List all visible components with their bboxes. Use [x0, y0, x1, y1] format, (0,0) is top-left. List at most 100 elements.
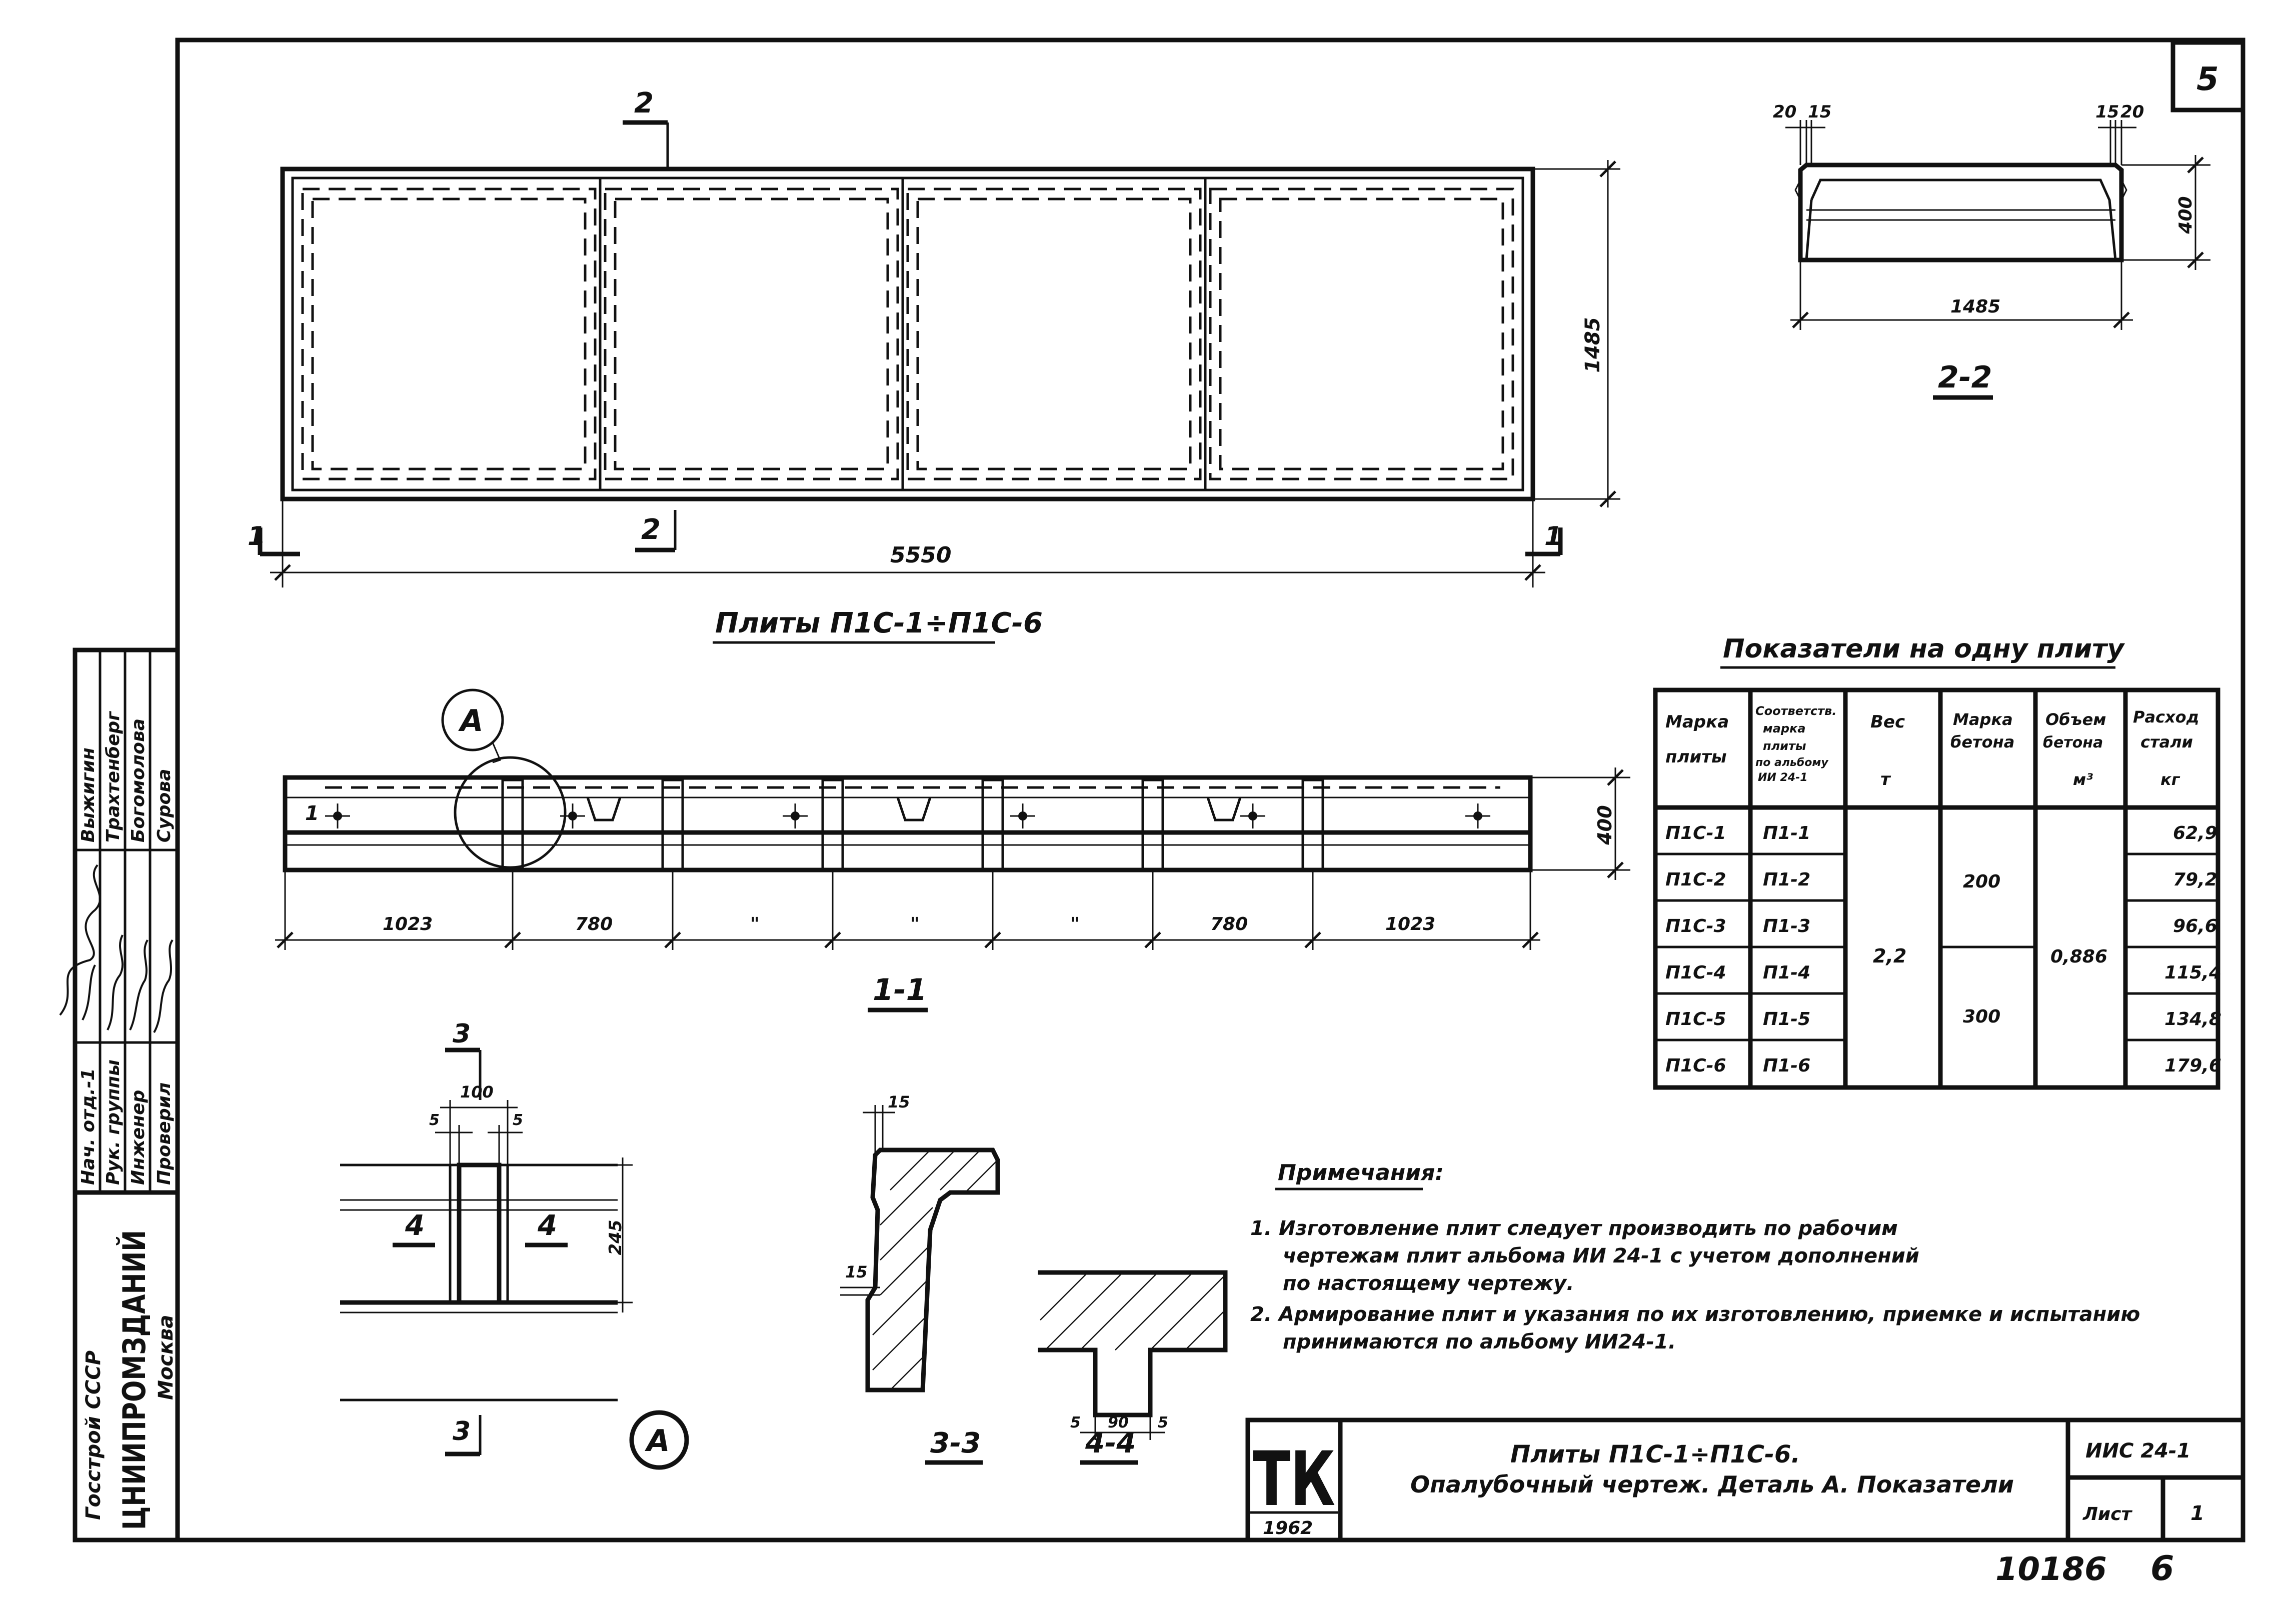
stamp-name-2: Богомолова — [128, 718, 149, 842]
th-2-0: Вес — [1870, 712, 1905, 732]
th-1-2: плиты — [1763, 739, 1806, 753]
s44-dim-90: 90 — [1108, 1414, 1129, 1432]
bottom-number: 10186 — [1995, 1551, 2107, 1588]
table-body: П1С-1 П1-1 62,9 П1С-2 П1-2 79,2 П1С-3 П1… — [1665, 823, 2221, 1076]
plan-length-dim: 5550 — [890, 542, 951, 568]
section-1-1: 1 А 400 1023 780 — [275, 688, 1630, 1012]
stamp-city: Москва — [155, 1315, 178, 1400]
detail-a-dim-245: 245 — [606, 1220, 626, 1256]
cut-1-left-label: 1 — [248, 522, 266, 552]
th-1-0: Соответств. — [1755, 704, 1836, 718]
corner-number-box — [2170, 40, 2245, 112]
s44-dim-5-left: 5 — [1070, 1414, 1081, 1432]
table-headers: Марка плиты Соответств. марка плиты по а… — [1665, 704, 2199, 790]
bottom-page: 6 — [2150, 1549, 2174, 1588]
title-block: ТК 1962 Плиты П1С-1÷П1С-6. Опалубочный ч… — [1245, 1418, 2245, 1542]
cut-4-left-label: 4 — [405, 1210, 425, 1242]
td-4-1: П1-5 — [1763, 1009, 1810, 1030]
cut-2-top-label: 2 — [634, 87, 654, 120]
td-2-0: П1С-3 — [1665, 916, 1726, 936]
td-0-2: 62,9 — [2173, 823, 2217, 844]
title-line-1: Плиты П1С-1÷П1С-6. — [1510, 1440, 1800, 1468]
cut-3-bottom-label: 3 — [453, 1416, 471, 1446]
td-weight-merged: 2,2 — [1873, 945, 1906, 967]
td-4-2: 134,8 — [2164, 1009, 2221, 1030]
s44-caption: 4-4 — [1085, 1427, 1136, 1460]
td-0-1: П1-1 — [1763, 823, 1810, 844]
detail-a: 100 5 5 245 3 3 4 4 А — [340, 1019, 689, 1470]
notes-line-2: чертежам плит альбома ИИ 24-1 с учетом д… — [1283, 1244, 1919, 1268]
td-5-1: П1-6 — [1763, 1056, 1810, 1076]
th-1-3: по альбому — [1755, 756, 1829, 769]
detail-a-callout-label: А — [458, 704, 483, 738]
th-5-2: кг — [2160, 770, 2180, 789]
td-1-0: П1С-2 — [1665, 870, 1726, 890]
title-year: 1962 — [1263, 1518, 1313, 1538]
stamp-signatures — [59, 864, 174, 1033]
plan-inner-outline — [291, 176, 1524, 492]
td-grade-300: 300 — [1963, 1006, 2000, 1027]
title-sheet-label: Лист — [2082, 1504, 2132, 1524]
dim-seg-4: " — [1070, 914, 1080, 934]
td-1-2: 79,2 — [2173, 870, 2217, 890]
detail-a-dim-100: 100 — [460, 1082, 494, 1102]
title-line-2: Опалубочный чертеж. Деталь А. Показатели — [1410, 1471, 2014, 1498]
th-0-1: плиты — [1665, 747, 1727, 767]
td-volume-merged: 0,886 — [2050, 946, 2107, 967]
th-1-4: ИИ 24-1 — [1758, 772, 1808, 784]
s44-dim-5-right: 5 — [1158, 1414, 1168, 1432]
s22-dim-left-b: 15 — [1808, 102, 1831, 122]
section-3-3-hatching — [872, 1150, 998, 1390]
cut-1-right-label: 1 — [1544, 522, 1562, 552]
notes-line-1: 1. Изготовление плит следует производить… — [1250, 1217, 1898, 1240]
stamp-role-3: Проверил — [154, 1082, 175, 1185]
section-3-3: 15 15 3-3 — [840, 1092, 1000, 1465]
cut-2-bottom-label: 2 — [641, 514, 661, 546]
th-3-0: Марка — [1953, 710, 2013, 729]
th-4-2: м³ — [2073, 770, 2093, 789]
stamp-org-2: ЦНИИПРОМЗДАНИЙ — [116, 1230, 153, 1530]
plan-width-dim: 1485 — [1581, 317, 1604, 372]
detail-a-callout-circle — [454, 756, 567, 869]
section-1-1-dim-chain: 1023 780 " " " 780 1023 — [275, 870, 1540, 950]
plan-outline — [280, 166, 1535, 502]
s33-caption: 3-3 — [930, 1427, 981, 1460]
notes-line-3: по настоящему чертежу. — [1283, 1272, 1574, 1295]
stamp-role-1: Рук. группы — [103, 1060, 124, 1185]
th-5-0: Расход — [2133, 708, 2199, 726]
s33-dim-side: 15 — [845, 1262, 868, 1282]
plan-view: 2 2 1 1 5550 1485 Плиты П1С-1÷П1С-6 — [248, 87, 1620, 644]
td-1-1: П1-2 — [1763, 870, 1810, 890]
notes-title: Примечания: — [1278, 1160, 1444, 1186]
notes-line-4: 2. Армирование плит и указания по их изг… — [1250, 1303, 2140, 1326]
detail-a-callout-bubble — [441, 688, 504, 752]
th-4-0: Объем — [2045, 710, 2106, 729]
td-3-2: 115,4 — [2164, 962, 2221, 983]
dim-seg-2: " — [750, 914, 760, 934]
stamp-name-1: Трахтенберг — [103, 711, 124, 842]
section-1-1-end-label: 1 — [305, 802, 319, 825]
s22-caption: 2-2 — [1938, 360, 1992, 395]
section-1-1-anchor-points — [325, 804, 1490, 828]
section-2-2: 20 15 15 20 400 1485 2-2 — [1773, 102, 2210, 400]
td-2-1: П1-3 — [1763, 916, 1810, 936]
notes-line-5: принимаются по альбому ИИ24-1. — [1283, 1330, 1676, 1354]
td-5-0: П1С-6 — [1665, 1056, 1726, 1076]
s22-dim-right-b: 20 — [2120, 102, 2144, 122]
detail-a-marker-circle — [629, 1410, 689, 1470]
td-3-0: П1С-4 — [1665, 962, 1726, 983]
td-0-0: П1С-1 — [1665, 823, 1726, 844]
plan-dashed-cells — [301, 188, 1514, 480]
dim-seg-3: " — [910, 914, 920, 934]
table-title: Показатели на одну плиту — [1723, 634, 2125, 664]
detail-a-dim-5-left: 5 — [429, 1112, 440, 1129]
detail-a-marker: А — [645, 1424, 670, 1458]
s22-dim-height: 400 — [2175, 196, 2196, 234]
dim-seg-1: 780 — [575, 914, 613, 934]
section-1-1-caption: 1-1 — [873, 972, 927, 1008]
s22-dim-width: 1485 — [1950, 296, 2000, 317]
detail-a-dim-5-right: 5 — [513, 1112, 523, 1129]
td-5-2: 179,6 — [2164, 1056, 2221, 1076]
title-logo: ТК — [1253, 1436, 1335, 1523]
